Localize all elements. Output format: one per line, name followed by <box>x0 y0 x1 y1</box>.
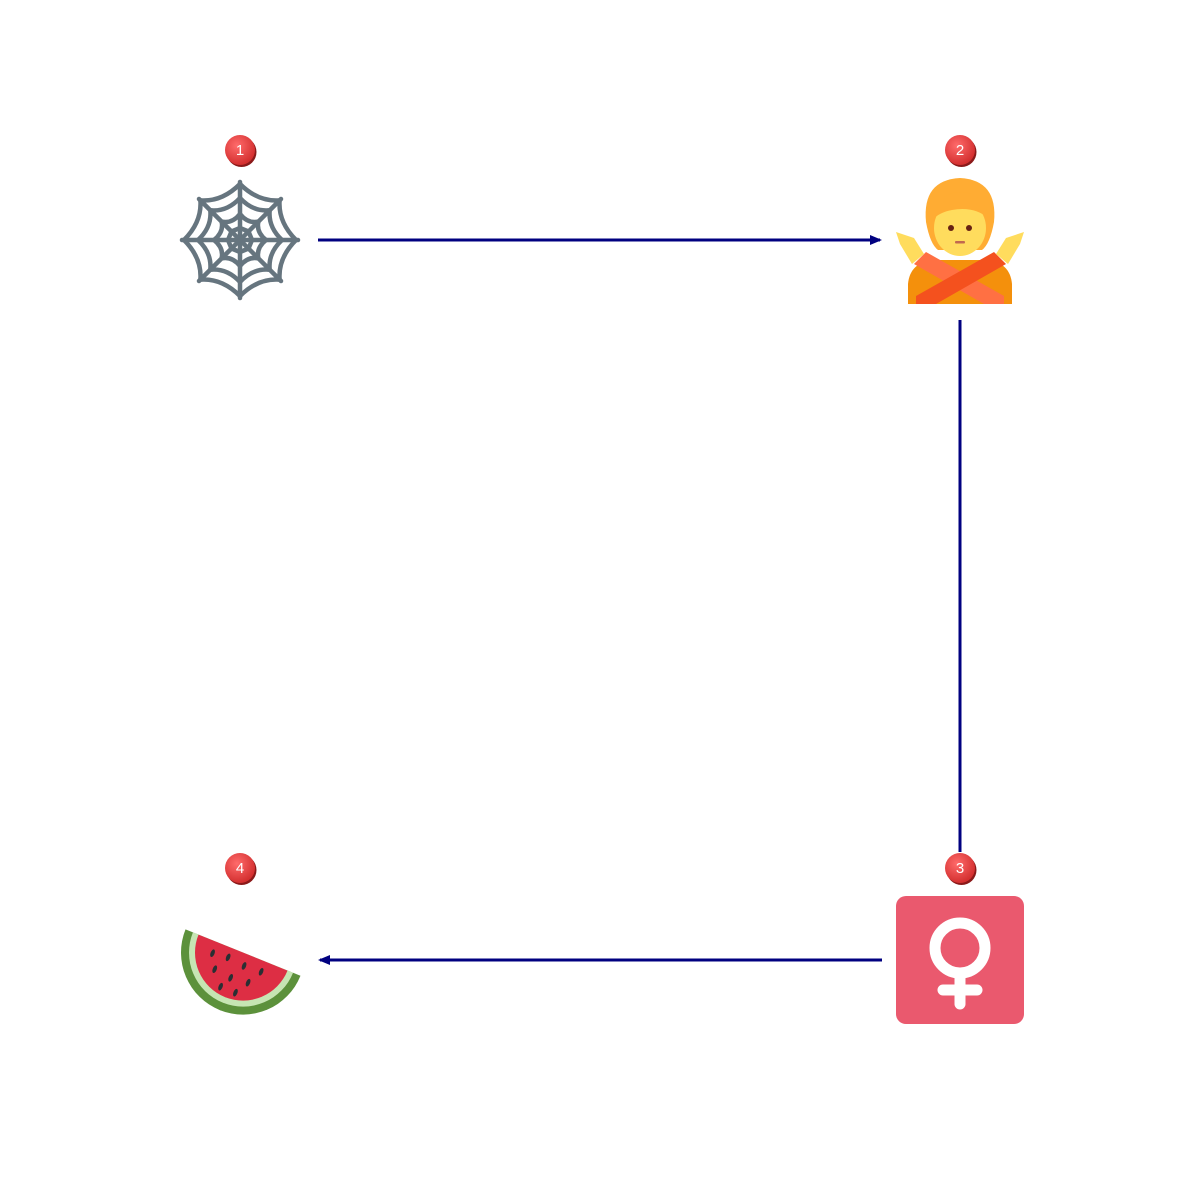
step-badge: 1 <box>225 135 257 167</box>
node-2[interactable]: 2 <box>896 135 1024 304</box>
badge-label: 1 <box>236 142 244 159</box>
spider-web-icon <box>179 179 301 301</box>
female-sign-icon <box>896 896 1024 1024</box>
step-badge: 4 <box>225 853 257 885</box>
badge-label: 4 <box>236 860 244 877</box>
step-badge: 2 <box>945 135 977 167</box>
step-badge: 3 <box>945 853 977 885</box>
person-gesturing-no-icon <box>896 178 1024 304</box>
badge-label: 3 <box>956 860 964 877</box>
node-4[interactable]: 4 <box>162 853 301 1033</box>
watermelon-icon <box>181 929 301 1015</box>
node-1[interactable]: 1 <box>179 135 301 301</box>
node-3[interactable]: 3 <box>896 853 1024 1024</box>
badge-label: 2 <box>956 142 964 159</box>
